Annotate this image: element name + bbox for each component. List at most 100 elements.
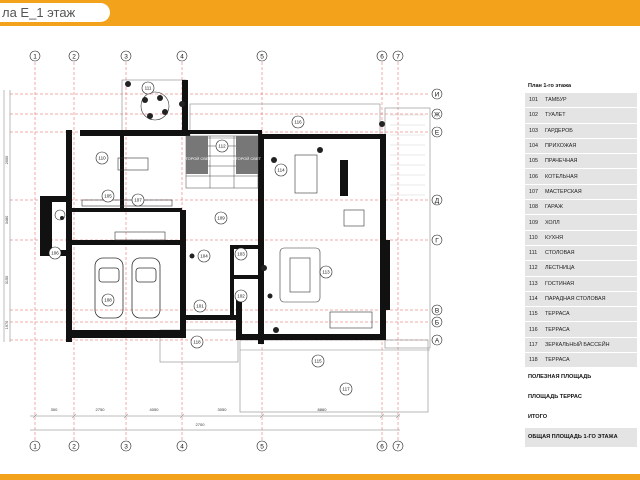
legend-summary-row: ПЛОЩАДЬ ТЕРРАС bbox=[525, 388, 637, 409]
axis-label-col: 1 bbox=[33, 443, 37, 450]
room-tag-label: 105 bbox=[104, 194, 112, 199]
legend-room-number: 105 bbox=[529, 158, 538, 165]
axis-bubble-row bbox=[431, 194, 443, 206]
room-tag-101 bbox=[193, 299, 207, 313]
room-tag-110 bbox=[95, 151, 109, 165]
pool-117-outline bbox=[239, 339, 429, 413]
axis-bubble-col-2 bbox=[68, 440, 80, 452]
axis-label-col: 3 bbox=[124, 53, 128, 60]
sofa bbox=[279, 247, 321, 303]
room-tag-116 bbox=[291, 115, 305, 129]
dimension-left: 2000 bbox=[5, 156, 9, 164]
axis-label-col: 7 bbox=[396, 443, 400, 450]
terrace-118-outline bbox=[159, 329, 239, 363]
room-tag-label: 103 bbox=[237, 252, 245, 257]
room-tag-label: 112 bbox=[218, 144, 226, 149]
axis-label-col: 4 bbox=[180, 443, 184, 450]
axis-label-row: А bbox=[435, 337, 440, 344]
room-tag-label: 102 bbox=[237, 294, 245, 299]
room-tag-105 bbox=[101, 189, 115, 203]
legend-room-number: 102 bbox=[529, 112, 538, 119]
legend-room-name: ГОСТИНАЯ bbox=[545, 280, 575, 287]
legend-title: План 1-го этажа bbox=[525, 80, 637, 93]
legend-row: 118 ТЕРРАСА bbox=[525, 353, 637, 369]
legend-room-number: 107 bbox=[529, 188, 538, 195]
room-tag-102 bbox=[234, 289, 248, 303]
axis-bubble-col-1 bbox=[29, 440, 41, 452]
legend-room-number: 116 bbox=[529, 326, 538, 333]
wall-east bbox=[380, 134, 386, 340]
room-tag-label: 108 bbox=[104, 298, 112, 303]
legend-room-number: 101 bbox=[529, 97, 538, 104]
room-tag-label: 111 bbox=[145, 86, 152, 91]
room-tag-label: 117 bbox=[342, 387, 350, 392]
legend-room-number: 112 bbox=[529, 265, 538, 272]
axis-bubble-row bbox=[431, 108, 443, 120]
room-tag-label: 104 bbox=[200, 254, 208, 259]
dimension-left: 3480 bbox=[5, 216, 9, 224]
axis-label-row: Д bbox=[435, 197, 440, 204]
room-tag-106 bbox=[48, 246, 62, 260]
legend-room-number: 115 bbox=[529, 311, 538, 318]
legend-summary-row: ПОЛЕЗНАЯ ПЛОЩАДЬ bbox=[525, 368, 637, 389]
room-tag-label: 116 bbox=[294, 120, 302, 125]
room-tag-113 bbox=[319, 265, 333, 279]
legend-room-number: 111 bbox=[529, 250, 538, 257]
legend-room-name: ЗЕРКАЛЬНЫЙ БАССЕЙН bbox=[545, 341, 610, 348]
legend-summary-row: ИТОГО bbox=[525, 408, 637, 429]
page-title: ла Е_1 этаж bbox=[0, 3, 110, 22]
legend-room-number: 117 bbox=[529, 341, 538, 348]
axis-bubble-col-5 bbox=[256, 50, 268, 62]
axis-label-row: И bbox=[435, 91, 440, 98]
axis-bubble-col-2 bbox=[68, 50, 80, 62]
legend-room-name: ПРАЧЕЧНАЯ bbox=[545, 158, 578, 165]
room-tag-label: 107 bbox=[134, 198, 142, 203]
axis-bubble-row bbox=[431, 88, 443, 100]
axis-bubble-col-3 bbox=[120, 50, 132, 62]
room-tag-label: 101 bbox=[196, 304, 204, 309]
room-tag-label: 114 bbox=[277, 168, 285, 173]
legend-room-name: ТЕРРАСА bbox=[545, 326, 570, 333]
axis-bubble-row bbox=[431, 234, 443, 246]
legend-room-name: ТЕРРАСА bbox=[545, 357, 570, 364]
axis-bubble-col-4 bbox=[176, 50, 188, 62]
room-tag-109 bbox=[214, 211, 228, 225]
axis-label-row: Б bbox=[435, 319, 439, 326]
legend-row: 115 ТЕРРАСА bbox=[525, 307, 637, 323]
legend-room-name: ПАРАДНАЯ СТОЛОВАЯ bbox=[545, 296, 606, 302]
header-bar: ла Е_1 этаж bbox=[0, 0, 640, 26]
legend-summary-row: ОБЩАЯ ПЛОЩАДЬ 1-ГО ЭТАЖА bbox=[525, 428, 637, 449]
room-tag-label: 113 bbox=[322, 270, 330, 275]
legend-room-name: ГАРДЕРОБ bbox=[545, 127, 573, 134]
axis-label-col: 6 bbox=[380, 53, 384, 60]
legend-room-number: 118 bbox=[529, 357, 538, 364]
dimension-bottom: 3050 bbox=[218, 407, 228, 412]
legend-room-name: КУХНЯ bbox=[545, 234, 564, 241]
axis-bubble-col-1 bbox=[29, 50, 41, 62]
legend-room-name: ЛЕСТНИЦА bbox=[545, 265, 575, 272]
axis-label-row: Е bbox=[435, 129, 440, 136]
legend-room-name: КОТЕЛЬНАЯ bbox=[545, 173, 578, 180]
second-light-label-left: ВТОРОЙ СВЕТ bbox=[183, 156, 212, 161]
legend-room-name: ХОЛЛ bbox=[545, 219, 560, 226]
dimension-bottom: 300 bbox=[51, 407, 58, 412]
room-tag-112 bbox=[215, 139, 229, 153]
room-tag-108 bbox=[101, 293, 115, 307]
axis-bubble-row bbox=[431, 304, 443, 316]
axis-label-col: 5 bbox=[260, 53, 264, 60]
legend-room-name: ТЕРРАСА bbox=[545, 311, 570, 318]
axis-bubble-row bbox=[431, 316, 443, 328]
legend-room-number: 103 bbox=[529, 127, 538, 134]
dimension-bottom: 8860 bbox=[318, 407, 328, 412]
axis-label-col: 5 bbox=[260, 443, 264, 450]
